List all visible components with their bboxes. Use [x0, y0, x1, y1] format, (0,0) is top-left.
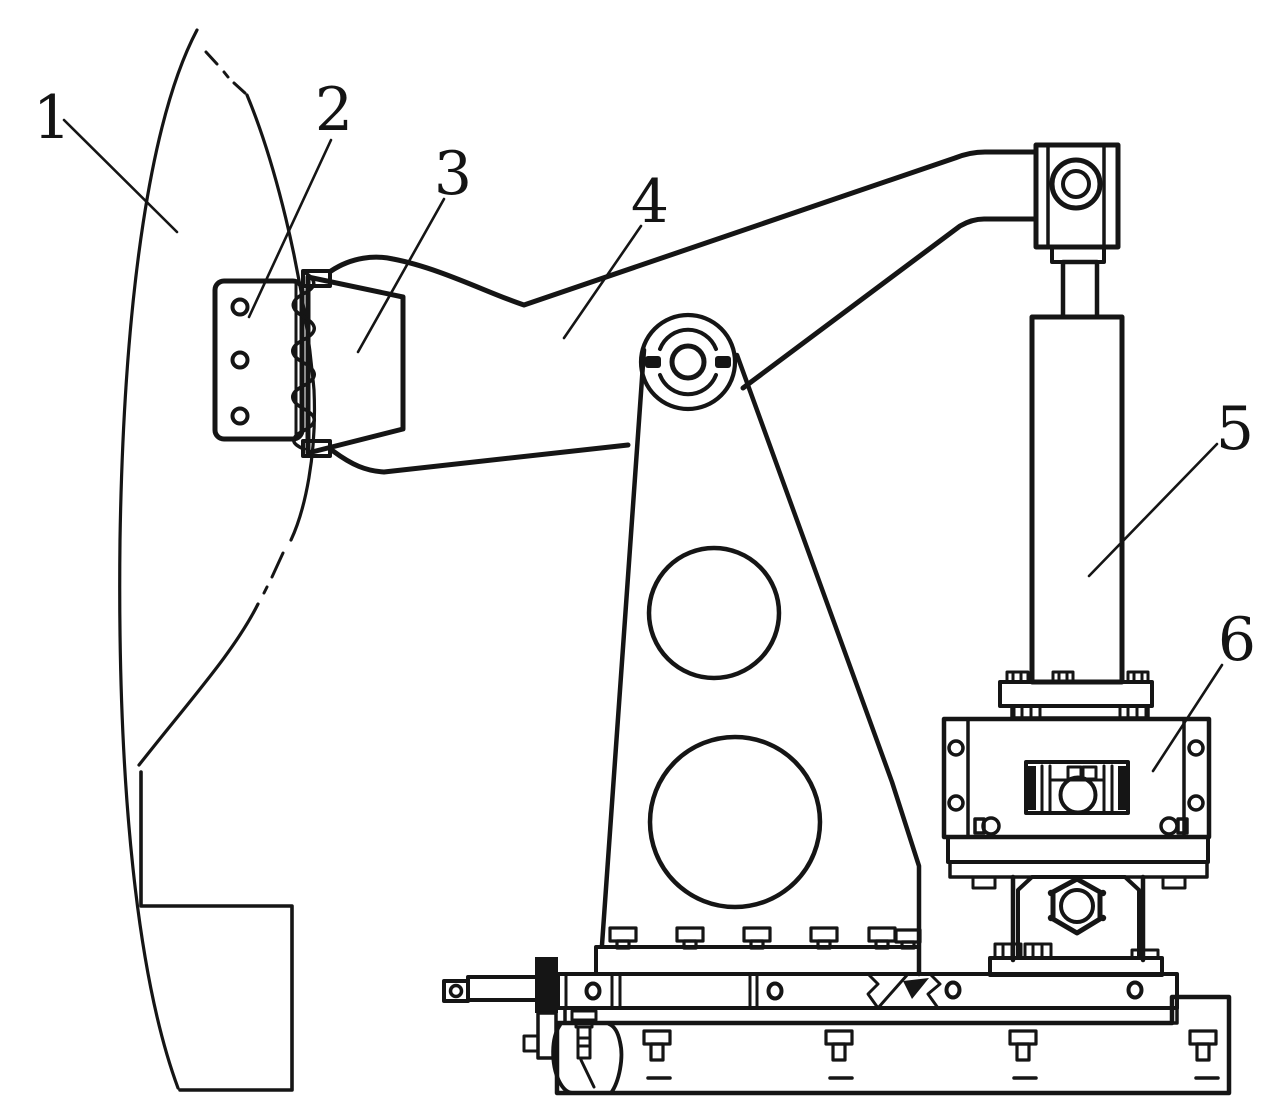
- column-hole-upper: [646, 545, 782, 681]
- hex-nut-pedestal: [988, 874, 1164, 977]
- box-window: [1024, 760, 1130, 815]
- transducer-circle: [1058, 775, 1098, 815]
- callout-leader-lines: [62, 118, 1224, 773]
- pivot-bearing: [638, 312, 738, 412]
- pivot-screw-left: [645, 356, 661, 368]
- column-foot-plate: [594, 945, 921, 976]
- panel-dash-dot-lower: [262, 551, 285, 595]
- hex-nut-dots: [1047, 889, 1107, 922]
- callout-label-5: 5: [1216, 394, 1254, 464]
- callout-label-1: 1: [33, 83, 71, 153]
- arm-bottom-edge-left: [330, 442, 631, 475]
- callouts: 1 2 3 4 5 6: [33, 75, 1256, 773]
- callout-label-2: 2: [315, 75, 353, 145]
- cylinder-flange-plate-1: [998, 680, 1154, 708]
- clevis-bearing-outer: [1049, 157, 1103, 211]
- pivot-pin: [669, 343, 707, 381]
- window-screw-block: [1081, 765, 1098, 781]
- clamp-top-tab: [301, 269, 332, 288]
- leader-line-1: [62, 118, 179, 234]
- support-column: [594, 347, 922, 977]
- bracket-hole: [230, 297, 250, 317]
- pivot-screw-right: [715, 356, 731, 368]
- clevis-bearing-inner: [1061, 169, 1091, 199]
- bracket-hole: [230, 406, 250, 426]
- clamp-side-tab: [522, 1034, 540, 1053]
- force-sensor-box: [941, 716, 1212, 890]
- box-lower-plate-1: [946, 835, 1210, 864]
- column-hole-lower: [647, 734, 823, 910]
- clamp-body: [305, 274, 406, 456]
- leader-line-5: [1087, 442, 1219, 578]
- rail-break-symbol: [866, 972, 942, 1010]
- arm-bottom-edge-right: [740, 216, 1039, 391]
- box-flange-hole: [1187, 794, 1205, 812]
- panel-rear-arc-upper: [245, 93, 317, 542]
- window-dark-bar-right: [1118, 766, 1126, 810]
- box-flange-hole: [947, 739, 965, 757]
- hydraulic-cylinder: [998, 314, 1154, 720]
- bed-plate-t-bolts: [642, 1029, 1218, 1062]
- rail-holes: [584, 980, 1144, 1001]
- box-flange-hole: [947, 794, 965, 812]
- leader-line-6: [1151, 663, 1224, 773]
- adjuster-end-hole: [448, 983, 464, 999]
- column-right-edge: [734, 352, 922, 977]
- column-left-edge: [599, 347, 647, 948]
- leader-line-2: [247, 138, 333, 319]
- pivot-ring-bottom-arc: [658, 373, 718, 397]
- box-flange-hole: [1187, 739, 1205, 757]
- adjuster-end-cap: [442, 979, 470, 1003]
- arm-top-edge: [328, 149, 1039, 308]
- callout-label-6: 6: [1218, 605, 1256, 675]
- adjuster-rod: [466, 975, 539, 1002]
- pedestal-foot-bolts: [993, 942, 1160, 960]
- callout-label-4: 4: [631, 167, 669, 237]
- rail-dividers: [564, 972, 759, 1010]
- pivot-ring-top-arc: [658, 327, 718, 351]
- swing-arm: [328, 149, 1039, 475]
- bracket-hole: [230, 350, 250, 370]
- panel-step-profile: [139, 770, 294, 1092]
- box-lower-plate-2: [948, 860, 1209, 879]
- base-rail: [556, 972, 1179, 1010]
- clamp-dark-block: [535, 957, 558, 1013]
- side-adjuster-assembly: [442, 957, 624, 1095]
- window-dark-bar-left: [1028, 766, 1036, 810]
- mounting-bracket: [212, 278, 305, 442]
- cylinder-body: [1029, 314, 1125, 685]
- callout-label-3: 3: [434, 139, 472, 209]
- leader-line-3: [356, 197, 446, 354]
- box-lower-tab: [1161, 875, 1187, 890]
- box-lower-tab: [971, 875, 997, 890]
- base-assembly: [554, 972, 1232, 1096]
- rod-end-clevis: [1033, 142, 1121, 320]
- panel-rear-arc-lower: [137, 602, 260, 767]
- casting-blob: [551, 1022, 624, 1095]
- box-bottom-bolts: [973, 816, 1189, 836]
- panel-front-arc: [118, 28, 199, 1090]
- foot-plate-t-bolts: [608, 926, 922, 950]
- blob-bolt: [570, 1009, 598, 1089]
- leader-line-4: [562, 224, 643, 340]
- bracket-plate: [212, 278, 305, 442]
- panel-outline: [118, 28, 317, 1092]
- spring-coil: [291, 270, 316, 451]
- pivot-boss: [638, 312, 738, 412]
- hex-nut-bore: [1059, 888, 1095, 924]
- piston-rod: [1060, 259, 1100, 320]
- panel-dash-dot-top: [204, 50, 247, 95]
